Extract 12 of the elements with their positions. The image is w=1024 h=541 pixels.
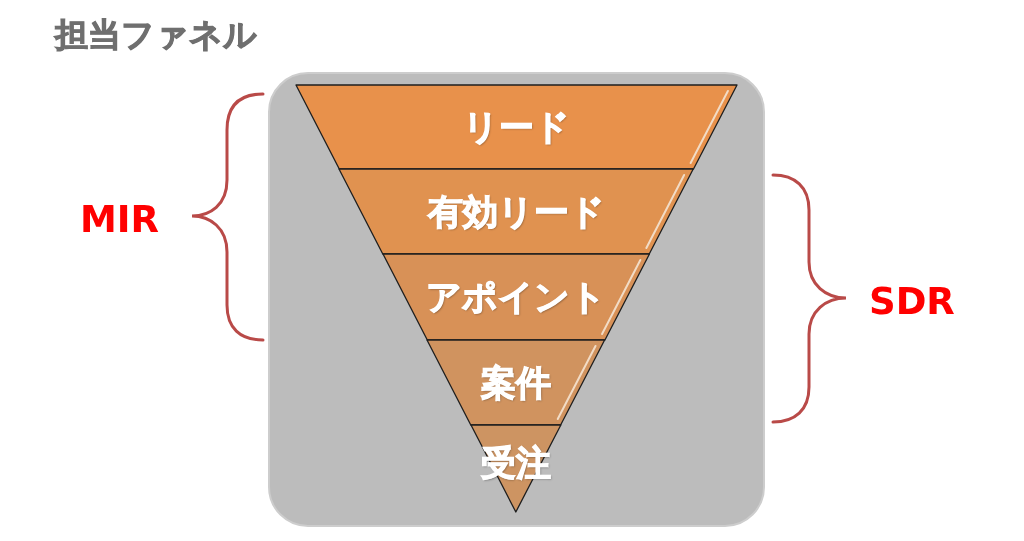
group-label: MIR: [80, 200, 160, 238]
stage-label: 案件: [481, 365, 552, 400]
funnel-segment: [339, 169, 694, 254]
stage-label: 有効リード: [427, 194, 605, 229]
panel-background: [268, 72, 765, 527]
funnel-segment: [383, 254, 650, 340]
stage-label: アポイント: [426, 279, 607, 315]
funnel-segment: [296, 85, 737, 169]
stage-label: リード: [463, 109, 570, 145]
group-label: SDR: [869, 282, 955, 320]
funnel-segment: [427, 340, 605, 425]
title: 担当ファネル: [55, 17, 257, 54]
